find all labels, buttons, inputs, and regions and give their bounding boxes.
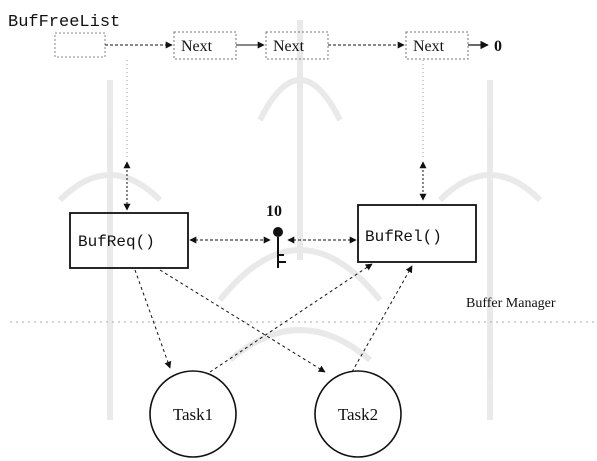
- task2-label: Task2: [338, 405, 378, 424]
- free-list-node-3-label: Next: [413, 38, 445, 55]
- semaphore-key-icon: [273, 227, 286, 268]
- free-list-terminator: 0: [494, 38, 502, 55]
- free-list-node-2-label: Next: [273, 38, 305, 55]
- free-list-head-label: BufFreeList: [8, 13, 120, 32]
- task2-node: [314, 370, 402, 458]
- semaphore-count: 10: [266, 203, 282, 220]
- buffer-manager-label: Buffer Manager: [466, 296, 556, 311]
- task2-to-bufrel-link: [351, 265, 413, 373]
- bufrel-box: [357, 204, 477, 263]
- bufrel-label: BufRel(): [365, 228, 442, 246]
- bufreq-to-task1-link: [134, 269, 172, 369]
- free-list-head-box: [54, 32, 106, 58]
- free-list-node-3: [405, 31, 469, 60]
- bufreq-to-task2-link: [159, 269, 326, 373]
- background-watermark: [57, 20, 543, 420]
- free-list-node-1-label: Next: [181, 38, 213, 55]
- task1-to-bufrel-link: [209, 263, 373, 373]
- free-list-node-2: [265, 31, 329, 60]
- free-list-node-1: [173, 31, 237, 60]
- task1-label: Task1: [173, 405, 213, 424]
- bufreq-box: [69, 212, 189, 269]
- bufreq-label: BufReq(): [78, 233, 155, 251]
- task1-node: [149, 370, 237, 458]
